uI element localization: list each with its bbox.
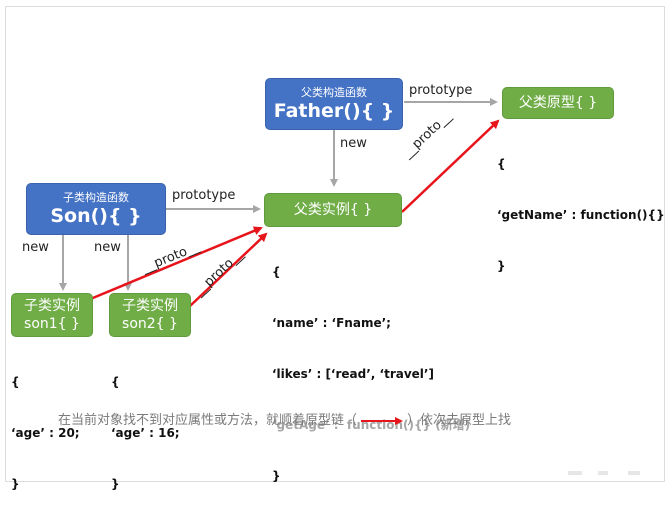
code-line: ‘getName’ : function(){} (497, 208, 665, 222)
red-arrow-icon (361, 416, 404, 425)
proto-son2-arrow (189, 232, 268, 307)
son1-instance-box: 子类实例 son1{ } (11, 293, 93, 337)
code-line: } (11, 477, 20, 491)
father-prototype-box: 父类原型{ } (502, 87, 614, 119)
code-line: } (272, 469, 281, 483)
son-constructor-subtitle: 子类构造函数 (63, 191, 129, 204)
son2-instance-label: 子类实例 (122, 298, 178, 314)
son-constructor-box: 子类构造函数 Son(){ } (26, 183, 166, 235)
son1-instance-label: 子类实例 (24, 298, 80, 314)
footer-note: 在当前对象找不到对应属性或方法，就顺着原型链（ ）依次去原型上找 (58, 409, 511, 428)
code-line: { (111, 375, 120, 389)
proto-son1-arrow (87, 226, 263, 302)
father-instance-box: 父类实例{ } (264, 193, 402, 227)
code-line: { (272, 265, 281, 279)
son1-code: { ‘age’ : 20; } (11, 340, 80, 510)
son1-instance-name: son1{ } (24, 316, 80, 332)
son2-instance-box: 子类实例 son2{ } (109, 293, 191, 337)
code-line: { (497, 157, 506, 171)
father-new-label: new (340, 136, 367, 151)
code-line: ‘likes’ : [‘read’, ‘travel’] (272, 367, 434, 381)
father-prototype-title: 父类原型{ } (518, 95, 598, 111)
code-line: ‘name’ : ‘Fname’; (272, 316, 391, 330)
diagram-frame (5, 6, 665, 482)
connector-layer (59, 98, 500, 307)
watermark (568, 471, 640, 475)
code-line: { (11, 375, 20, 389)
father-prototype-code: { ‘getName’ : function(){} } (497, 122, 665, 292)
father-instance-title: 父类实例{ } (293, 202, 373, 218)
son2-new-label: new (94, 240, 121, 255)
footer-text-after: ）依次去原型上找 (407, 413, 512, 428)
son-prototype-label: prototype (172, 188, 236, 203)
son2-code: { ‘age’ : 16; } (111, 340, 180, 510)
father-constructor-title: Father(){ } (273, 100, 395, 122)
code-line: } (111, 477, 120, 491)
father-constructor-subtitle: 父类构造函数 (301, 86, 367, 99)
father-instance-code: { ‘name’ : ‘Fname’; ‘likes’ : [‘read’, ‘… (272, 230, 470, 502)
son1-new-label: new (22, 240, 49, 255)
footer-text-before: 在当前对象找不到对应属性或方法，就顺着原型链（ (58, 413, 358, 428)
code-line: } (497, 259, 506, 273)
father-prototype-label: prototype (409, 83, 473, 98)
code-line: ‘age’ : 16; (111, 426, 180, 440)
code-line: ‘age’ : 20; (11, 426, 80, 440)
father-constructor-box: 父类构造函数 Father(){ } (265, 78, 403, 130)
son2-instance-name: son2{ } (122, 316, 178, 332)
son-constructor-title: Son(){ } (50, 205, 142, 227)
proto-instance-arrow (401, 119, 500, 213)
